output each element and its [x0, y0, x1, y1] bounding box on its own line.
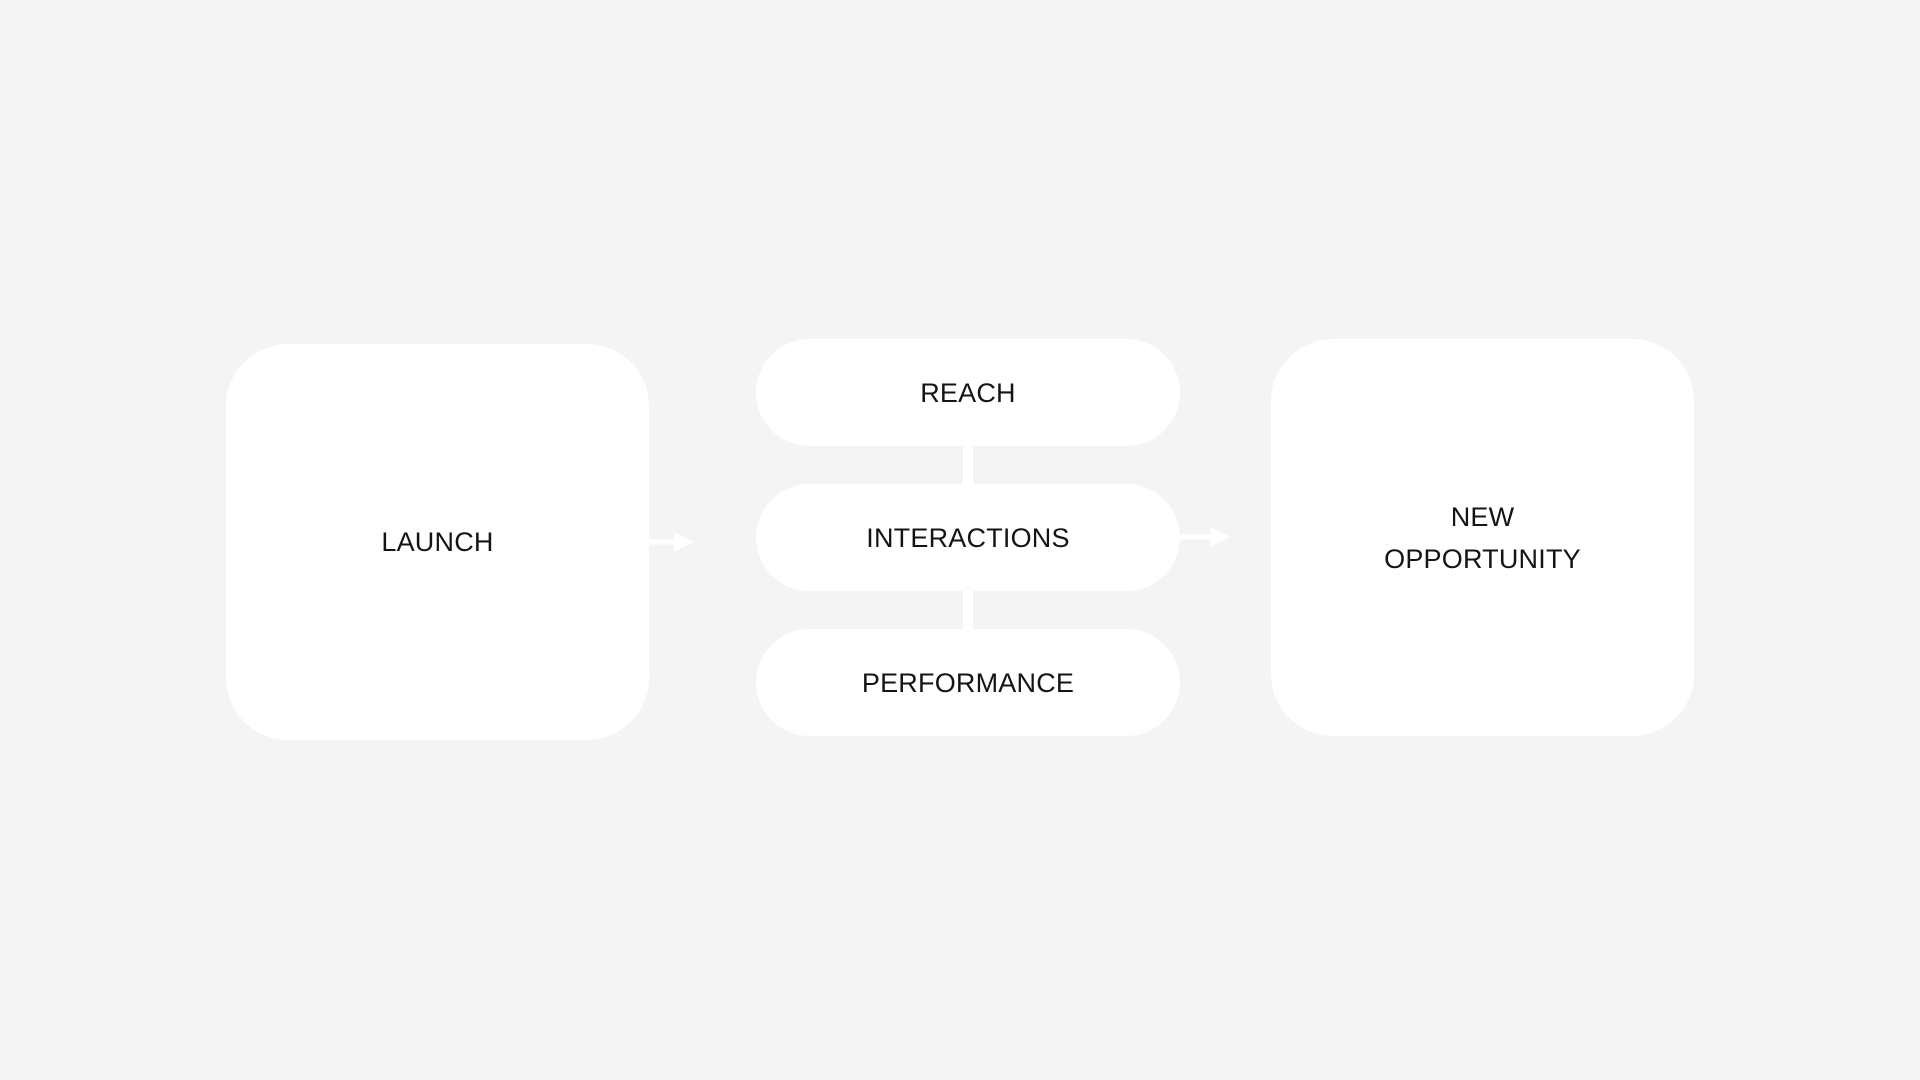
node-launch-label: LAUNCH	[381, 527, 494, 557]
arrow-launch-to-interactions	[649, 532, 694, 552]
arrow-interactions-head	[1210, 527, 1231, 547]
node-interactions-label: INTERACTIONS	[866, 522, 1070, 553]
connector-reach-interactions	[963, 446, 973, 484]
connector-interactions-performance	[963, 591, 973, 629]
node-reach-label: REACH	[920, 377, 1016, 408]
node-new-opportunity: NEW OPPORTUNITY	[1271, 339, 1694, 736]
arrow-launch-head	[674, 532, 694, 552]
node-performance: PERFORMANCE	[756, 629, 1180, 736]
node-performance-label: PERFORMANCE	[861, 667, 1075, 698]
node-reach: REACH	[756, 339, 1180, 446]
node-interactions: INTERACTIONS	[756, 484, 1180, 591]
arrow-interactions-to-new-opportunity	[1180, 527, 1231, 547]
node-new-opportunity-label: NEW OPPORTUNITY	[1384, 501, 1581, 574]
node-launch: LAUNCH	[226, 344, 649, 740]
